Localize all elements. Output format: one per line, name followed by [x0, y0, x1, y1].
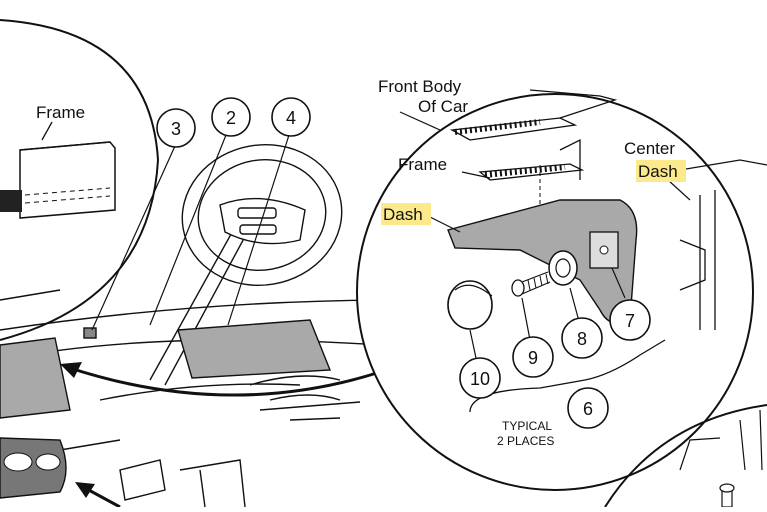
- center-dash-line2: Dash: [638, 162, 678, 181]
- callout-8-label: 8: [577, 329, 587, 349]
- callout-2-label: 2: [226, 108, 236, 128]
- typical-line2: 2 PLACES: [497, 434, 554, 448]
- frame-right-label: Frame: [398, 155, 447, 174]
- front-body-line2: Of Car: [418, 97, 468, 116]
- cup-holder: [0, 437, 67, 499]
- leader-lines-top: [91, 129, 291, 331]
- callout-3: 3: [156, 108, 196, 148]
- callout-6-label: 6: [583, 399, 593, 419]
- center-dash-highlight: [636, 160, 686, 182]
- frame-left-label: Frame: [36, 103, 85, 122]
- callout-3-label: 3: [171, 119, 181, 139]
- callout-8: 8: [561, 317, 603, 359]
- callout-2: 2: [211, 97, 251, 137]
- callout-10: 10: [459, 357, 501, 399]
- arrows: [60, 362, 381, 509]
- left-detail-circle: Frame: [0, 19, 160, 341]
- callout-9: 9: [512, 336, 554, 378]
- callout-7-label: 7: [625, 311, 635, 331]
- dash-highlight: [381, 203, 431, 225]
- typical-line1: TYPICAL: [502, 419, 552, 433]
- dash-label: Dash: [383, 205, 423, 224]
- callout-10-label: 10: [470, 369, 490, 389]
- bottom-right-detail-circle: [604, 404, 767, 508]
- callout-4-label: 4: [286, 108, 296, 128]
- callout-4: 4: [271, 97, 311, 137]
- callout-6: 6: [567, 387, 609, 429]
- right-detail-circle: [356, 89, 767, 491]
- center-dash-line1: Center: [624, 139, 675, 158]
- callout-9-label: 9: [528, 348, 538, 368]
- front-body-line1: Front Body: [378, 77, 462, 96]
- callout-7: 7: [609, 299, 651, 341]
